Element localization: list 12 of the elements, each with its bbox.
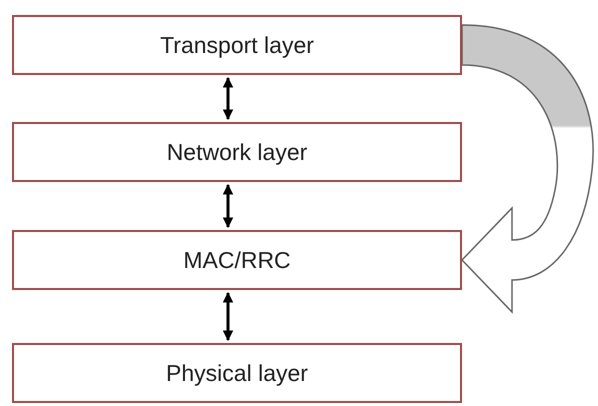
double-arrow bbox=[222, 292, 234, 342]
layer-label: Physical layer bbox=[166, 358, 308, 388]
curved-block-arrow bbox=[461, 24, 594, 313]
layer-box bbox=[12, 122, 462, 182]
double-arrow bbox=[222, 76, 234, 120]
layer-box bbox=[12, 230, 462, 290]
double-arrow bbox=[222, 184, 234, 228]
layer-label: Network layer bbox=[166, 138, 308, 167]
layer-label: MAC/RRC bbox=[183, 246, 291, 275]
layer-box bbox=[12, 343, 462, 403]
layer-box bbox=[12, 15, 462, 75]
layer-label: Transport layer bbox=[160, 30, 314, 60]
